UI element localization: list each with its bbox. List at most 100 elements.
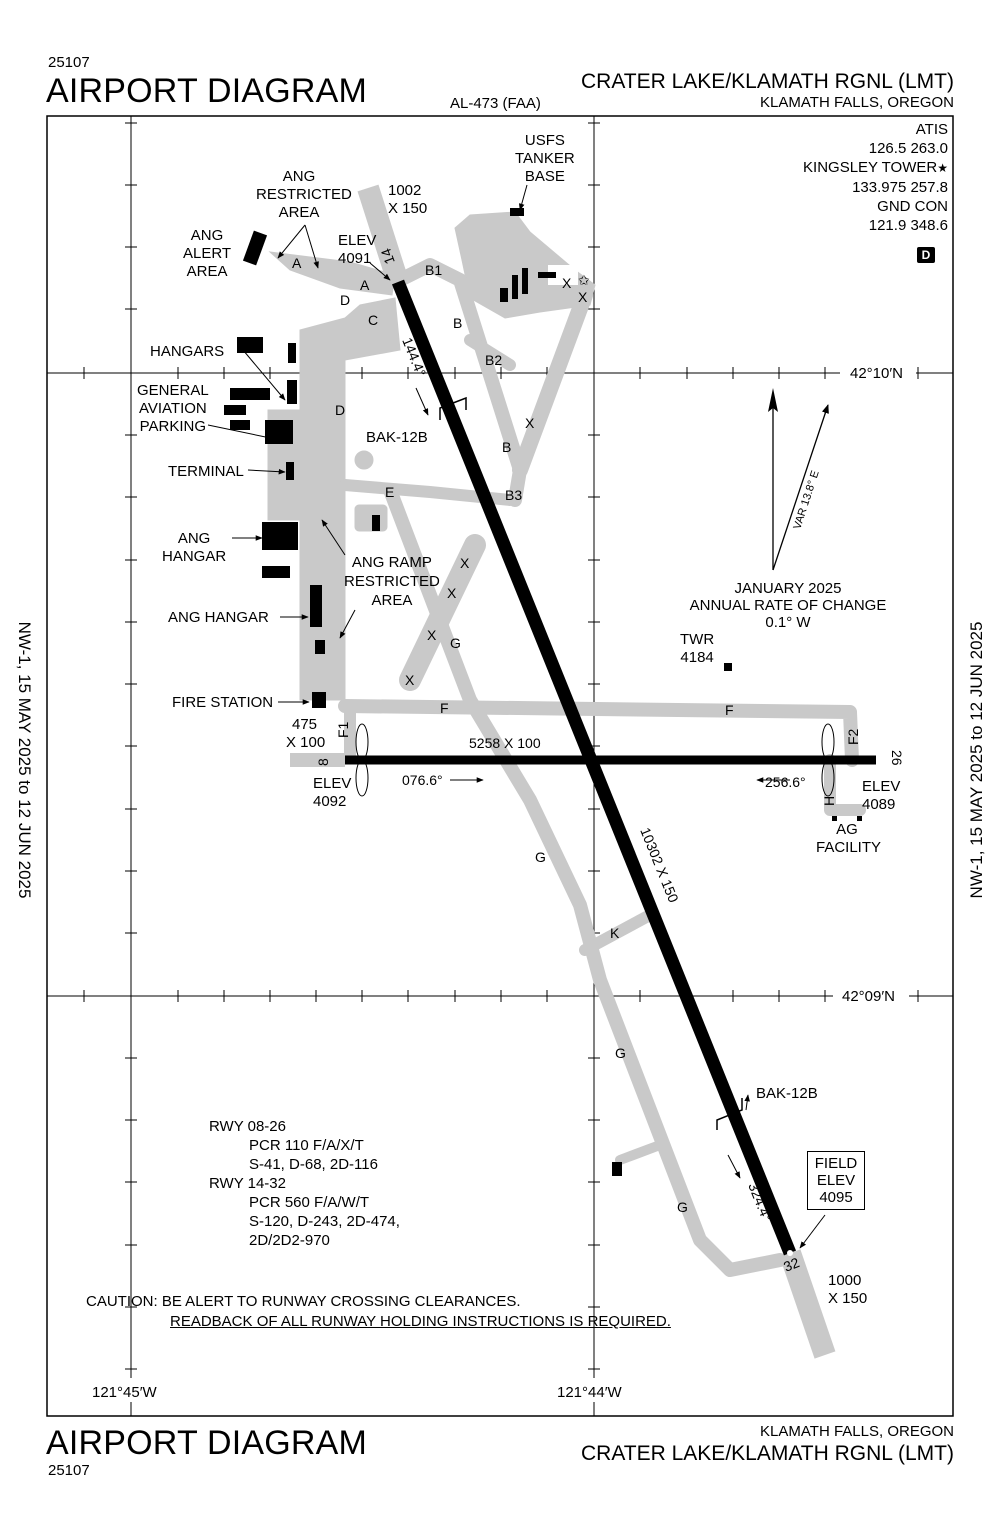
pcr-block: RWY 08-26 PCR 110 F/A/X/T S-41, D-68, 2D… xyxy=(209,1117,400,1250)
usfs-building-4 xyxy=(538,272,556,278)
field-elevation-box: FIELD ELEV 4095 xyxy=(807,1151,865,1210)
usfs-line1: USFS xyxy=(524,132,565,149)
lat-label-bg xyxy=(840,364,916,382)
x-mark-2: X xyxy=(427,627,437,643)
chart-number-top: 25107 xyxy=(48,54,90,71)
tower-line1: TWR xyxy=(680,631,715,648)
taxiways-paths xyxy=(290,184,866,1359)
arresting-gear xyxy=(439,396,743,1130)
overrun-8-line1: 475 xyxy=(292,716,318,733)
star-icon: ★ xyxy=(937,161,948,175)
ga-line1: GENERAL xyxy=(137,382,209,399)
ag-line1: AG xyxy=(836,821,858,838)
fire-station-label: FIRE STATION xyxy=(172,694,274,711)
ang-ramp-line3: AREA xyxy=(371,592,413,609)
ang-restricted-line1: ANG xyxy=(282,168,316,185)
bak-top-label: BAK-12B xyxy=(366,429,428,446)
elev-26-line1: ELEV xyxy=(862,778,901,795)
terminal-label: TERMINAL xyxy=(168,463,244,480)
overrun-14-line2: X 150 xyxy=(388,200,428,217)
elev-8-line2: 4092 xyxy=(313,793,347,810)
overrun-14 xyxy=(357,184,409,286)
graticule-ticks xyxy=(83,122,919,1370)
annual-rate-label: JANUARY 2025 ANNUAL RATE OF CHANGE 0.1° … xyxy=(688,580,888,631)
pcr-line7: 2D/2D2-970 xyxy=(249,1232,330,1249)
pavement xyxy=(267,211,596,701)
overrun-32-label: 1000 X 150 xyxy=(828,1272,867,1308)
buildings xyxy=(224,208,862,1176)
runway-number-14: 14 xyxy=(377,246,397,266)
elev-14-line1: ELEV xyxy=(338,232,377,249)
taxiway-label-f1-conn: F1 xyxy=(335,721,351,738)
hangar-2 xyxy=(287,380,297,404)
east-pad-building xyxy=(372,515,380,531)
taxiway-label-e: E xyxy=(385,484,394,500)
taxiway-label-g1: G xyxy=(450,635,461,651)
hangar-3 xyxy=(288,343,296,363)
tower-frequency: 133.975 257.8 xyxy=(852,179,948,196)
x-mark-6: X xyxy=(562,275,572,291)
taxiway-label-b3: B3 xyxy=(505,487,522,503)
field-elev-line2: ELEV xyxy=(816,1172,856,1189)
ang-ramp-line2: RESTRICTED xyxy=(344,573,440,590)
x-mark-7: X xyxy=(578,289,588,305)
taxiway-label-c: C xyxy=(368,312,378,328)
south-building xyxy=(612,1162,622,1176)
east-pad xyxy=(354,504,388,532)
elev-8-label: ELEV 4092 xyxy=(313,775,351,811)
elev-26-line2: 4089 xyxy=(862,796,896,813)
taxiway-label-b-lower: B xyxy=(502,439,511,455)
lat-label-4209: 42°09′N xyxy=(842,988,895,1005)
field-elev-line3: 4095 xyxy=(819,1189,853,1206)
ang-alert-line1: ANG xyxy=(190,227,224,244)
caution-note: CAUTION: BE ALERT TO RUNWAY CROSSING CLE… xyxy=(86,1292,671,1332)
taxiway-b2 xyxy=(464,334,516,371)
runway-lights xyxy=(355,723,835,797)
runways xyxy=(345,279,876,1256)
ang-alert-line3: AREA xyxy=(186,263,228,280)
runway-0826-dimensions: 5258 X 100 xyxy=(469,735,541,751)
city-top: KLAMATH FALLS, OREGON xyxy=(760,94,954,111)
rate-line1: JANUARY 2025 xyxy=(734,580,842,597)
ga-building-4 xyxy=(265,420,293,444)
elev-14-line2: 4091 xyxy=(338,250,372,267)
elev-26-label: ELEV 4089 xyxy=(862,778,900,814)
overrun-14-line1: 1002 xyxy=(388,182,422,199)
taxiway-labels: A A B1 B B2 B B3 C D D E F F G G G G K F… xyxy=(292,255,861,1215)
ang-restricted-line3: AREA xyxy=(278,204,320,221)
holding-pad xyxy=(354,450,374,470)
terminal-building xyxy=(286,462,294,480)
bak-bottom-marker xyxy=(716,1098,743,1130)
ang-ramp-label: ANG RAMP RESTRICTED AREA xyxy=(344,553,440,610)
lon-label-bg xyxy=(84,1378,176,1402)
bak-top-marker xyxy=(439,396,467,420)
overrun-32-line2: X 150 xyxy=(828,1290,868,1307)
ag-facility-label: AG FACILITY xyxy=(816,821,881,857)
field-elev-line1: FIELD xyxy=(814,1155,858,1172)
tanker-building xyxy=(510,208,524,216)
taxiway-label-a2: A xyxy=(360,277,370,293)
field-elev-dot xyxy=(787,1250,793,1256)
light-26-south xyxy=(821,759,835,797)
x-mark-3: X xyxy=(447,585,457,601)
taxiway-label-k: K xyxy=(610,925,620,941)
ang-hangar-1 xyxy=(262,522,298,550)
ang-hangar-2 xyxy=(310,585,322,627)
taxiway-a-area xyxy=(268,251,396,296)
usfs-building-1 xyxy=(500,288,508,302)
ang-hangar-line1: ANG xyxy=(177,530,211,547)
atis-label: ATIS xyxy=(915,121,948,138)
fire-station-building xyxy=(312,692,326,708)
chart-frame xyxy=(46,115,954,1417)
ga-building-2 xyxy=(224,405,246,415)
usfs-label: USFS TANKER BASE xyxy=(515,132,575,186)
tower-line2: 4184 xyxy=(680,649,714,666)
ang-hangar-line2: HANGAR xyxy=(162,548,227,565)
true-north-arrowhead xyxy=(768,388,778,412)
general-aviation-label: GENERAL AVIATION PARKING xyxy=(137,382,209,436)
taxiway-label-h: H xyxy=(821,796,837,806)
airport-name-bottom: CRATER LAKE/KLAMATH RGNL (LMT) xyxy=(581,1442,954,1465)
taxiway-b xyxy=(393,258,527,507)
magnetic-north-line xyxy=(772,404,829,571)
hangars-label: HANGARS xyxy=(150,343,225,360)
